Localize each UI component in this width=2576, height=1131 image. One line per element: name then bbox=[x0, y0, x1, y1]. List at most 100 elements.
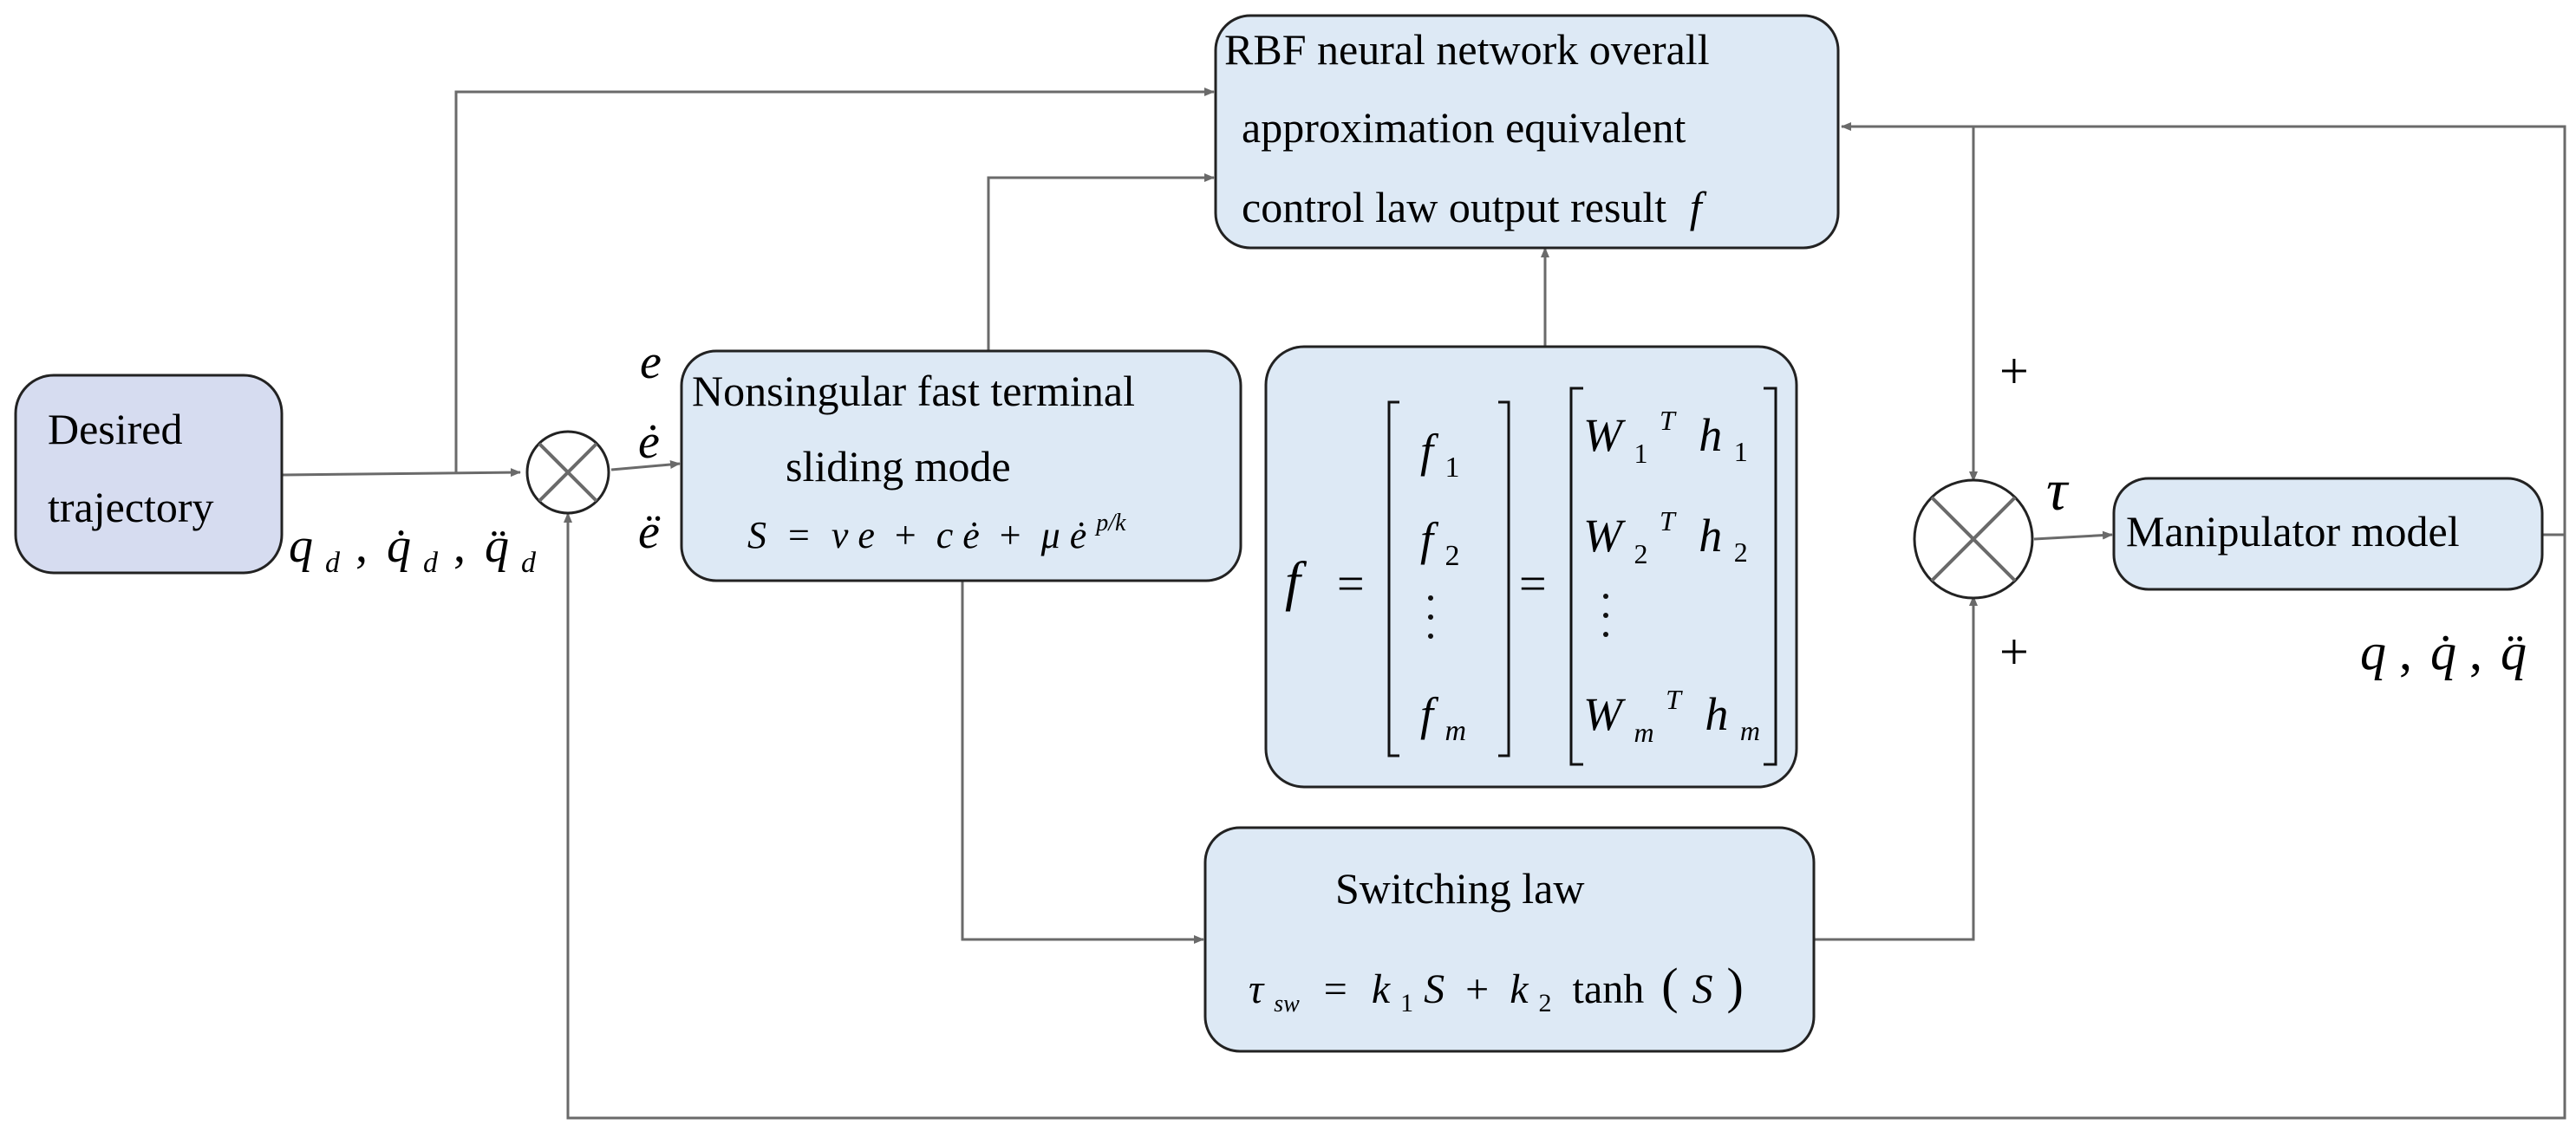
w2-base: W bbox=[1583, 510, 1627, 562]
sw-equals: = bbox=[1324, 966, 1347, 1012]
sum2-plus-bottom: + bbox=[1999, 623, 2029, 680]
nftsm-label-line2: sliding mode bbox=[786, 442, 1011, 491]
nftsm-block: Nonsingular fast terminal sliding mode S… bbox=[680, 349, 1242, 582]
signal-e-dot: ė bbox=[638, 415, 660, 469]
qd-comma1: , bbox=[355, 519, 368, 573]
w1-base: W bbox=[1583, 409, 1627, 461]
eq-exponent: p/k bbox=[1094, 510, 1126, 536]
wire-desired-to-sum1 bbox=[281, 468, 521, 478]
eq-c: c bbox=[936, 514, 954, 556]
sw-k2-sub: 2 bbox=[1539, 989, 1552, 1017]
sw-S2: S bbox=[1692, 966, 1713, 1012]
rbf-label-line3: control law output result f bbox=[1242, 183, 1707, 231]
qd-dot-base: q̇ bbox=[387, 519, 411, 573]
vec-fm-base: f bbox=[1420, 688, 1439, 740]
qd-dot-sub: d bbox=[423, 547, 439, 579]
h2-sub: 2 bbox=[1734, 536, 1748, 568]
eq-plus1: + bbox=[895, 514, 916, 556]
eq-e: e bbox=[858, 514, 875, 556]
vec-fm: f m bbox=[1420, 688, 1466, 747]
rbf-label-line3-text: control law output result bbox=[1242, 183, 1666, 231]
vec-wmhm: W m T h m bbox=[1583, 667, 1760, 752]
sliding-surface-equation: S = ν e + c ė + μ ė p/k bbox=[747, 510, 1126, 556]
desired-signal-label: q d , q̇ d , q̈ d bbox=[289, 519, 537, 583]
signal-e-ddot: ë bbox=[638, 505, 661, 559]
right-vector-open-bracket bbox=[1569, 387, 1583, 766]
hm-sub: m bbox=[1740, 715, 1760, 746]
eq-plus2: + bbox=[1000, 514, 1021, 556]
sum1-cross-b bbox=[538, 442, 598, 503]
sw-lparen: ( bbox=[1661, 958, 1678, 1014]
vec-f1: f 1 bbox=[1420, 425, 1460, 484]
signal-e: e bbox=[640, 335, 662, 389]
rbf-box bbox=[1214, 14, 1840, 250]
sw-rparen: ) bbox=[1727, 958, 1744, 1014]
wire-feedback-to-rbf bbox=[1841, 122, 2566, 536]
q-comma2: , bbox=[2469, 623, 2482, 680]
eq-edot2: ė bbox=[1070, 514, 1087, 556]
eq-nu: ν bbox=[831, 514, 849, 556]
sw-tau: τ bbox=[1249, 966, 1265, 1012]
output-signal-label: q , q̇ , q̈ bbox=[2360, 623, 2527, 680]
wm-base: W bbox=[1583, 688, 1627, 740]
sum2-plus-top: + bbox=[1999, 342, 2029, 400]
rbf-matrix-block: f = f 1 f 2 f m = W 1 T h 1 bbox=[1264, 345, 1798, 789]
w2-sup: T bbox=[1660, 505, 1677, 536]
matrix-box bbox=[1264, 345, 1798, 789]
vec-f1-sub: 1 bbox=[1445, 452, 1460, 484]
h1-sub: 1 bbox=[1734, 436, 1748, 467]
desired-trajectory-block: Desired trajectory bbox=[14, 374, 284, 575]
nftsm-box bbox=[680, 349, 1242, 582]
w1-sub: 1 bbox=[1634, 438, 1647, 469]
signal-wires bbox=[281, 88, 2566, 1120]
manipulator-block: Manipulator model bbox=[2112, 477, 2544, 591]
wire-sum1-to-nftsm bbox=[610, 459, 681, 471]
signal-tau: τ bbox=[2046, 457, 2070, 523]
wire-nftsm-to-switching bbox=[961, 581, 1204, 944]
wm-sup: T bbox=[1666, 684, 1683, 715]
rbf-block: RBF neural network overall approximation… bbox=[1214, 14, 1840, 250]
h1-base: h bbox=[1699, 409, 1722, 461]
matrix-equals-2: = bbox=[1519, 557, 1547, 611]
manipulator-label: Manipulator model bbox=[2126, 507, 2460, 556]
sw-tanh: tanh bbox=[1573, 966, 1645, 1012]
switching-box bbox=[1203, 826, 1816, 1053]
vec-left-vdots bbox=[1428, 595, 1433, 639]
vec-f2: f 2 bbox=[1420, 513, 1460, 572]
hm-base: h bbox=[1705, 688, 1728, 740]
manipulator-box bbox=[2112, 477, 2544, 591]
eq-edot: ė bbox=[962, 514, 980, 556]
sw-k1: k bbox=[1372, 966, 1392, 1012]
left-vector-close-bracket bbox=[1498, 400, 1510, 757]
wire-switching-to-sum2 bbox=[1814, 595, 1978, 941]
rbf-label-line1: RBF neural network overall bbox=[1224, 25, 1710, 74]
switching-title: Switching law bbox=[1335, 864, 1584, 913]
sw-S1: S bbox=[1424, 966, 1445, 1012]
eq-S: S bbox=[747, 514, 766, 556]
qd-ddot-base: q̈ bbox=[485, 519, 509, 573]
vec-f1-base: f bbox=[1420, 425, 1439, 477]
q-comma1: , bbox=[2399, 623, 2412, 680]
wire-nftsm-to-rbf bbox=[987, 173, 1215, 351]
right-vector-close-bracket bbox=[1764, 387, 1777, 766]
w1-sup: T bbox=[1660, 405, 1677, 436]
wm-sub: m bbox=[1634, 717, 1653, 748]
vec-f2-sub: 2 bbox=[1445, 540, 1460, 572]
matrix-equals-1: = bbox=[1337, 557, 1365, 611]
eq-mu: μ bbox=[1040, 514, 1060, 556]
desired-label-line1: Desired bbox=[48, 405, 183, 453]
switching-equation: τ sw = k 1 S + k 2 tanh ( S ) bbox=[1249, 958, 1744, 1021]
sw-plus: + bbox=[1465, 966, 1489, 1012]
nftsm-label-line1: Nonsingular fast terminal bbox=[692, 367, 1135, 415]
sw-tau-sub: sw bbox=[1274, 991, 1300, 1017]
q-ddot: q̈ bbox=[2501, 623, 2527, 680]
w2-sub: 2 bbox=[1634, 538, 1647, 569]
q-dot: q̇ bbox=[2430, 623, 2456, 680]
rbf-label-line2: approximation equivalent bbox=[1242, 103, 1686, 152]
switching-law-block: Switching law τ sw = k 1 S + k 2 tanh ( … bbox=[1203, 826, 1816, 1053]
qd-base: q bbox=[289, 519, 313, 573]
error-signal-labels: e ė ë bbox=[638, 335, 662, 559]
vec-w2h2: W 2 T h 2 bbox=[1583, 489, 1748, 574]
qd-sub: d bbox=[325, 547, 341, 579]
